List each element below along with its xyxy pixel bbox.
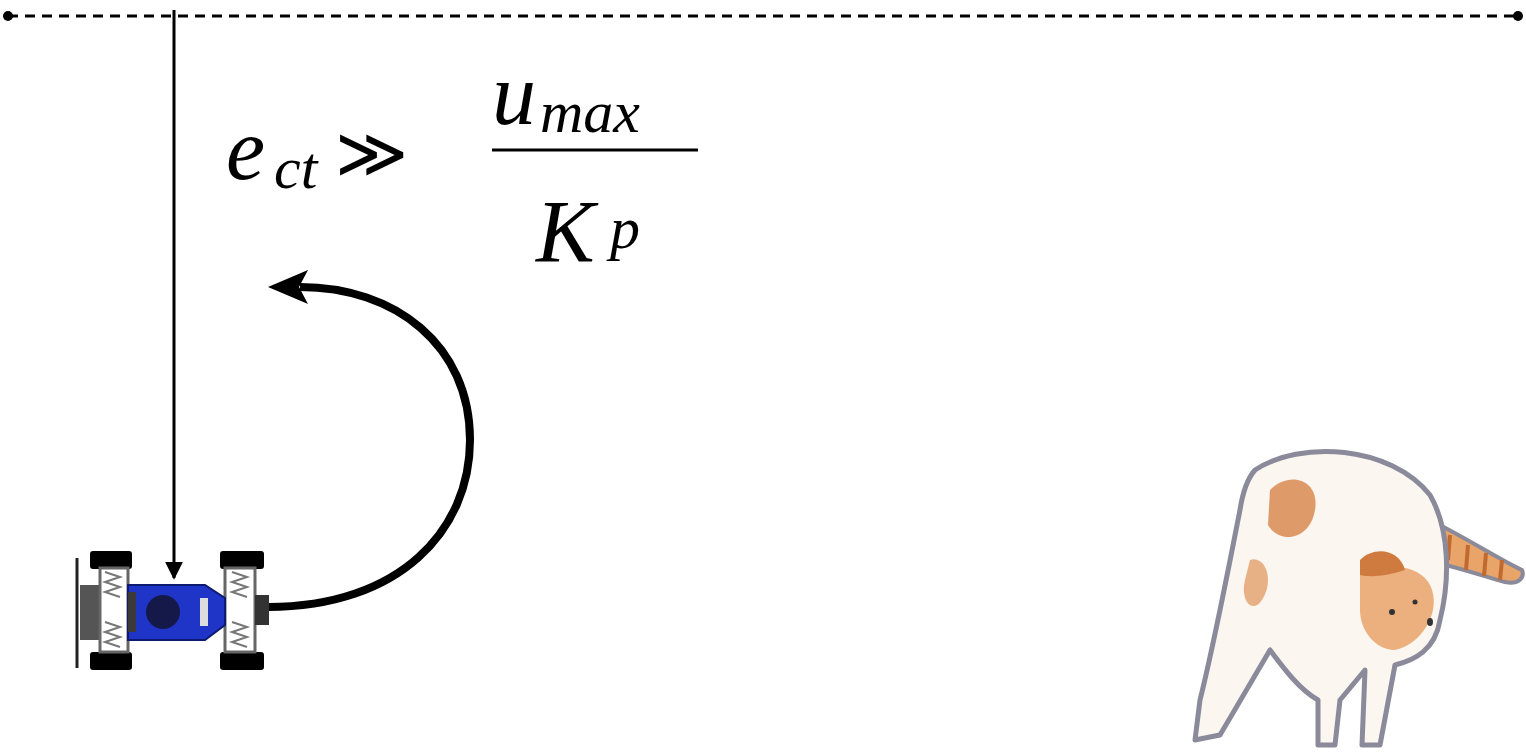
math-symbol: K <box>536 188 595 276</box>
error-arrow <box>173 10 176 578</box>
car <box>77 551 269 670</box>
math-subscript: ct <box>274 138 317 198</box>
math-subscript: p <box>610 198 640 258</box>
reference-path <box>8 15 1518 18</box>
math-subscript: max <box>540 82 640 142</box>
path-end-dot <box>3 11 13 21</box>
path-end-dot <box>1513 11 1523 21</box>
turn-arrow <box>268 287 470 607</box>
math-symbol: e <box>226 106 265 194</box>
turn-arrowhead <box>268 270 308 304</box>
cat <box>1195 451 1523 745</box>
math-operator: ≫ <box>335 119 408 189</box>
fraction-bar <box>492 149 698 152</box>
math-symbol: u <box>492 51 536 139</box>
